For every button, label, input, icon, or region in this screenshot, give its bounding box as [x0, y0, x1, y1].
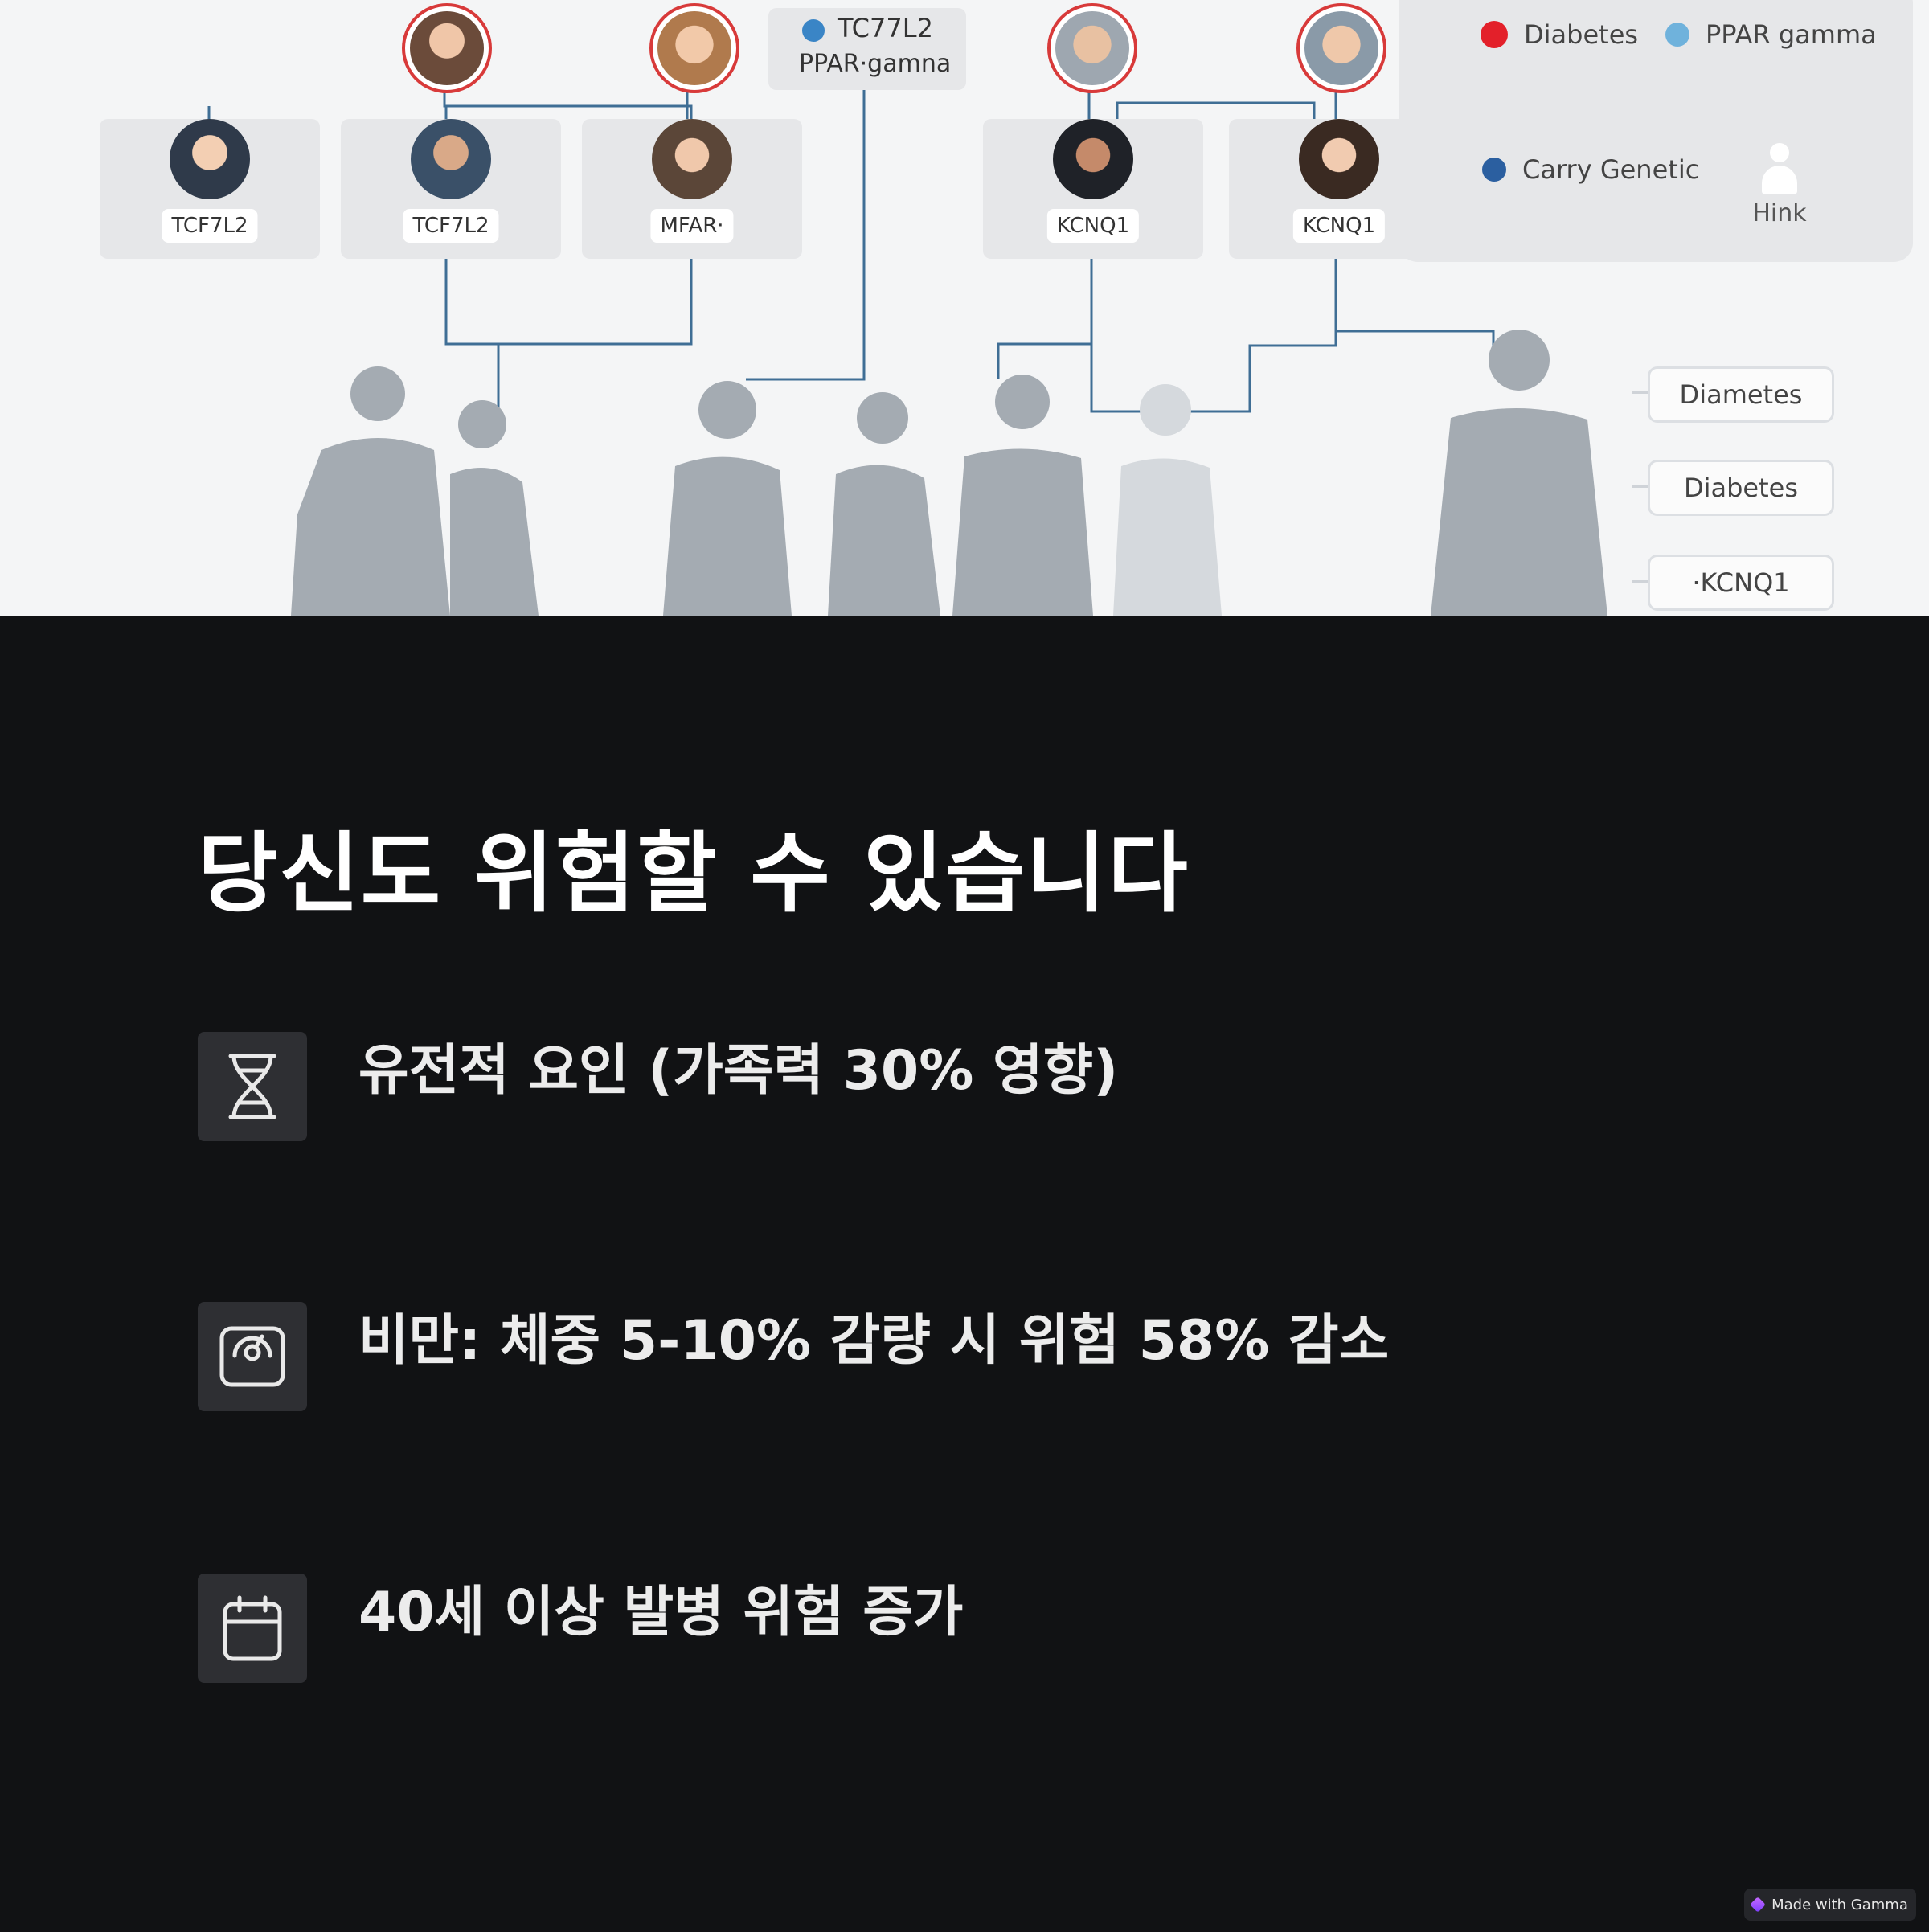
avatar — [1299, 119, 1379, 199]
legend-label: PPAR gamma — [1706, 19, 1877, 50]
blue-dot-icon — [1482, 158, 1506, 182]
legend-item-hink: Hink — [1731, 143, 1828, 227]
feature-item-genetics: 유전적 요인 (가족력 30% 영향) — [198, 1032, 1805, 1144]
badge-label: Made with Gamma — [1771, 1896, 1908, 1914]
tag-connector — [1632, 391, 1648, 394]
avatar — [411, 119, 491, 199]
avatar-grandfather — [649, 3, 739, 93]
condition-tag: Diabetes — [1648, 460, 1834, 516]
slide-title: 당신도 위험할 수 있습니다 — [198, 824, 1190, 924]
feature-text: 40세 이상 발병 위험 증가 — [358, 1581, 964, 1644]
avatar-maternal-grandmother — [1296, 3, 1386, 93]
legend-label: Carry Genetic — [1522, 154, 1700, 185]
condition-tag: ·KCNQ1 — [1648, 555, 1834, 611]
avatar — [652, 119, 732, 199]
calendar-icon — [198, 1574, 307, 1683]
feature-item-obesity: 비만: 체중 5-10% 감량 시 위험 58% 감소 — [198, 1302, 1805, 1414]
legend-label: Hink — [1752, 199, 1807, 227]
gene-label: TCF7L2 — [162, 209, 258, 243]
gamma-logo-icon — [1750, 1897, 1767, 1913]
scale-icon — [198, 1302, 307, 1411]
feature-item-age: 40세 이상 발병 위험 증가 — [198, 1574, 1805, 1686]
gene-label: KCNQ1 — [1046, 209, 1140, 243]
callout-line-1: TC77L2 — [838, 13, 933, 43]
person-card: KCNQ1 — [983, 119, 1203, 259]
gene-callout: TC77L2 PPAR·gamna — [768, 8, 966, 90]
callout-line-2: PPAR·gamna — [799, 50, 952, 78]
avatar-grandmother — [402, 3, 492, 93]
gene-label: KCNQ1 — [1292, 209, 1386, 243]
feature-text: 비만: 체중 5-10% 감량 시 위험 58% 감소 — [358, 1309, 1390, 1373]
callout-dot-icon — [802, 19, 825, 42]
person-card: TCF7L2 — [341, 119, 561, 259]
avatar — [1053, 119, 1133, 199]
person-card: MFAR· — [582, 119, 802, 259]
avatar-maternal-grandfather — [1047, 3, 1137, 93]
gene-label: MFAR· — [650, 209, 734, 243]
feature-text: 유전적 요인 (가족력 30% 영향) — [358, 1039, 1119, 1103]
dna-icon — [198, 1032, 307, 1141]
gene-label: TCF7L2 — [403, 209, 499, 243]
condition-tag: Diametes — [1648, 366, 1834, 423]
legend-item-diabetes: Diabetes — [1481, 19, 1638, 50]
avatar — [170, 119, 250, 199]
person-icon — [1760, 143, 1799, 196]
family-tree-illustration: TC77L2 PPAR·gamna TCF7L2 TCF7L2 MFAR· KC… — [0, 0, 1929, 616]
legend-item-ppar: PPAR gamma — [1665, 19, 1877, 50]
made-with-gamma-badge[interactable]: Made with Gamma — [1744, 1889, 1916, 1921]
legend-item-carry: Carry Genetic — [1482, 154, 1699, 185]
person-card: TCF7L2 — [100, 119, 320, 259]
legend-panel: Diabetes PPAR gamma Carry Genetic Hink — [1399, 0, 1913, 262]
legend-label: Diabetes — [1524, 19, 1639, 50]
light-blue-dot-icon — [1665, 23, 1689, 47]
family-connector-lines — [207, 88, 1608, 616]
tag-connector — [1632, 580, 1648, 583]
tag-connector — [1632, 485, 1648, 488]
red-dot-icon — [1481, 21, 1508, 48]
